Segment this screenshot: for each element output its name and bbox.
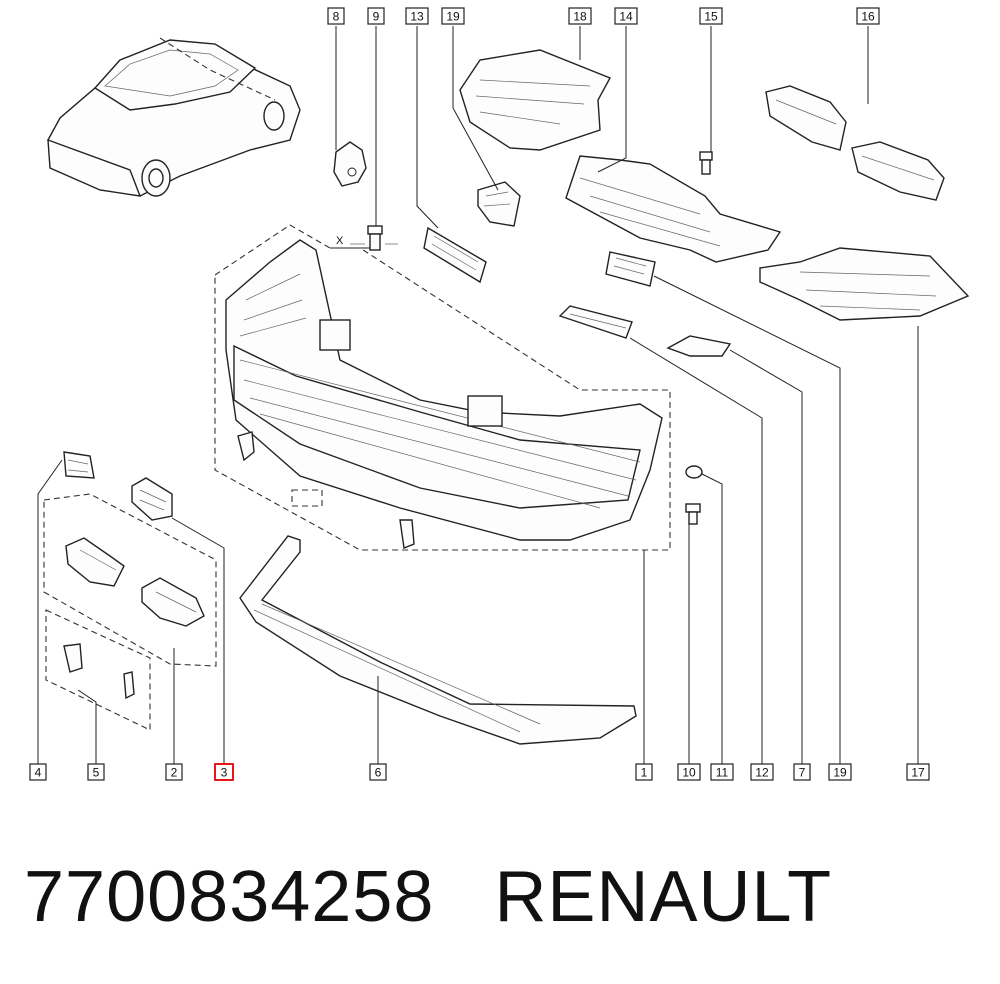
svg-text:12: 12	[755, 766, 769, 780]
callout-18[interactable]: 18	[568, 7, 592, 25]
leader-lines	[37, 26, 919, 764]
part-16-brackets	[765, 85, 945, 201]
part-5-clips	[63, 643, 135, 700]
svg-text:14: 14	[619, 10, 633, 24]
part-4-clip	[63, 451, 95, 479]
svg-text:16: 16	[861, 10, 875, 24]
svg-text:3: 3	[221, 766, 228, 780]
part-2-fog-cover-left	[65, 537, 125, 587]
callout-1[interactable]: 1	[635, 763, 653, 781]
part-2-fog-cover-right	[141, 577, 205, 627]
clip-left-bumper	[237, 431, 255, 462]
callout-12[interactable]: 12	[750, 763, 774, 781]
svg-text:5: 5	[93, 766, 100, 780]
part-17-undertray	[759, 247, 970, 321]
part-13-grille-insert	[423, 226, 487, 284]
part-11-nut	[685, 465, 703, 479]
part-18-shield	[459, 49, 611, 151]
part-15-bolt	[699, 151, 713, 175]
callout-14[interactable]: 14	[614, 7, 638, 25]
svg-text:4: 4	[35, 766, 42, 780]
part-number: 7700834258	[24, 857, 435, 937]
part-1-front-bumper	[225, 239, 663, 541]
svg-text:6: 6	[375, 766, 382, 780]
callout-13[interactable]: 13	[405, 7, 429, 25]
svg-text:9: 9	[373, 10, 380, 24]
svg-text:15: 15	[704, 10, 718, 24]
svg-text:8: 8	[333, 10, 340, 24]
part-7-deflector	[666, 335, 732, 357]
footer-caption: 7700834258 RENAULT	[24, 856, 832, 938]
callout-3-selected[interactable]: 3	[214, 763, 234, 781]
callout-11[interactable]: 11	[710, 763, 734, 781]
callout-9[interactable]: 9	[367, 7, 385, 25]
callout-4[interactable]: 4	[29, 763, 47, 781]
svg-text:19: 19	[446, 10, 460, 24]
callout-5[interactable]: 5	[87, 763, 105, 781]
svg-text:7: 7	[799, 766, 806, 780]
part-7-19-stiffener-right	[605, 251, 656, 287]
part-14-crossmember	[565, 155, 782, 263]
car-thumbnail	[47, 37, 301, 197]
svg-text:11: 11	[716, 766, 729, 780]
part-3-bracket	[131, 477, 173, 521]
brand-name: RENAULT	[494, 857, 833, 937]
part-6-lower-spoiler	[239, 535, 637, 745]
bumper-assembly-boundary	[214, 224, 671, 551]
clip-location-marker	[291, 489, 323, 507]
svg-text:13: 13	[410, 10, 424, 24]
group-5-boundary	[45, 609, 151, 731]
svg-text:10: 10	[682, 766, 696, 780]
callout-19-top[interactable]: 19	[441, 7, 465, 25]
svg-text:19: 19	[833, 766, 847, 780]
callout-6[interactable]: 6	[369, 763, 387, 781]
callout-2[interactable]: 2	[165, 763, 183, 781]
callout-17[interactable]: 17	[906, 763, 930, 781]
part-10-screw	[685, 503, 701, 525]
callout-8[interactable]: 8	[327, 7, 345, 25]
part-9-screw	[350, 225, 398, 251]
svg-text:1: 1	[641, 766, 648, 780]
callout-16[interactable]: 16	[856, 7, 880, 25]
part-12-grille-strip	[558, 305, 633, 339]
axis-mark-x: X	[336, 235, 344, 247]
part-8-clip	[333, 141, 367, 187]
callout-19-bottom[interactable]: 19	[828, 763, 852, 781]
clip-lower-bumper	[399, 519, 415, 549]
callout-7[interactable]: 7	[793, 763, 811, 781]
svg-text:2: 2	[171, 766, 178, 780]
svg-text:17: 17	[911, 766, 925, 780]
callout-10[interactable]: 10	[677, 763, 701, 781]
group-2-boundary	[43, 493, 217, 667]
svg-text:18: 18	[573, 10, 587, 24]
part-19-bracket-small	[477, 181, 521, 227]
callout-15[interactable]: 15	[699, 7, 723, 25]
